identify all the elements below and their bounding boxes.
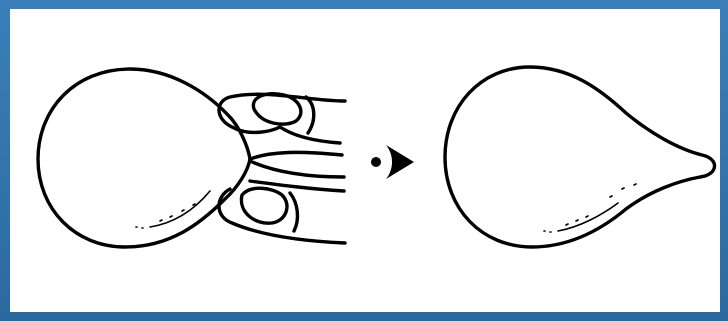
finger-upper-icon: [219, 94, 345, 143]
balloon-body-left: [38, 69, 250, 247]
finger-middle-lines-2: [250, 161, 344, 177]
illustration-panel: [10, 9, 720, 312]
balloon-shading-right: [558, 203, 618, 231]
diagram-canvas: [10, 9, 720, 312]
balloon-shading-dots-left: [136, 204, 195, 228]
finger-upper-crease: [306, 97, 314, 133]
finger-lower-crease: [290, 193, 297, 231]
balloon-pinched-figure: [38, 69, 345, 247]
transition-arrow-icon: [371, 145, 414, 179]
balloon-stretched-figure: [445, 67, 715, 247]
fingernail-lower: [241, 188, 287, 223]
balloon-shading-dots-right: [544, 184, 636, 232]
fingernail-upper: [253, 94, 301, 124]
finger-middle-lines: [250, 152, 342, 159]
balloon-body-right: [445, 67, 715, 247]
